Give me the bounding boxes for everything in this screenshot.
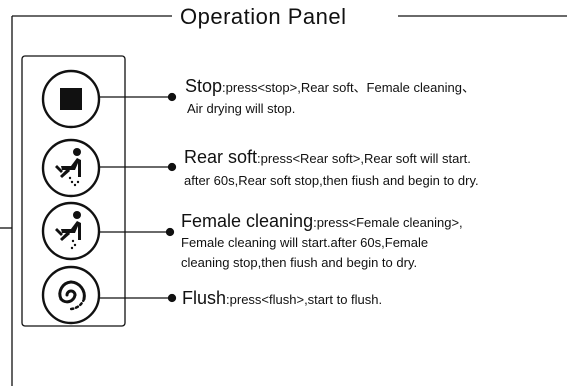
rear-soft-label: Rear soft: [184, 147, 258, 167]
flush-text-line-1: press<flush>,start to flush.: [229, 292, 383, 307]
stop-separator: :: [222, 80, 226, 95]
stop-label: Stop: [185, 76, 223, 96]
rear-soft-button[interactable]: [41, 138, 101, 198]
rear-soft-text-line-2: after 60s,Rear soft stop,then fiush and …: [184, 173, 479, 188]
rear-soft-description: Rear soft:press<Rear soft>,Rear soft wil…: [184, 146, 479, 192]
flush-description: Flush:press<flush>,start to flush.: [182, 288, 382, 310]
rear-soft-person-icon: [55, 148, 81, 187]
stop-square-icon: [60, 88, 82, 110]
connector-stop-dot: [167, 92, 177, 102]
flush-separator: :: [226, 292, 230, 307]
connector-rear-soft-dot: [167, 162, 177, 172]
female-cleaning-label: Female cleaning: [181, 211, 314, 231]
stop-button[interactable]: [41, 69, 101, 129]
female-cleaning-text-line-2: Female cleaning will start.after 60s,Fem…: [181, 235, 429, 250]
flush-button[interactable]: [41, 265, 101, 325]
frame-lines: [0, 15, 567, 386]
female-cleaning-text-line-3: cleaning stop,then fiush and begin to dr…: [181, 255, 418, 270]
stop-description: Stop:press<stop>,Rear soft、Female cleani…: [185, 76, 475, 119]
female-cleaning-button[interactable]: [41, 201, 101, 261]
female-cleaning-description: Female cleaning:press<Female cleaning>, …: [181, 211, 463, 273]
rear-soft-text-line-1: press<Rear soft>,Rear soft will start.: [260, 151, 471, 166]
female-cleaning-separator: :: [313, 215, 317, 230]
panel-title: Operation Panel: [180, 4, 347, 29]
rear-soft-separator: :: [257, 151, 261, 166]
flush-label: Flush: [182, 288, 227, 308]
female-cleaning-text-line-1: press<Female cleaning>,: [316, 215, 463, 230]
connector-flush-dot: [167, 293, 177, 303]
female-cleaning-person-icon: [55, 211, 81, 250]
stop-text-line-1: press<stop>,Rear soft、Female cleaning、: [225, 80, 475, 95]
connectors: [98, 92, 177, 303]
flush-swirl-icon: [58, 280, 86, 311]
stop-text-line-2: Air drying will stop.: [187, 101, 296, 116]
connector-female-cleaning-dot: [165, 227, 175, 237]
